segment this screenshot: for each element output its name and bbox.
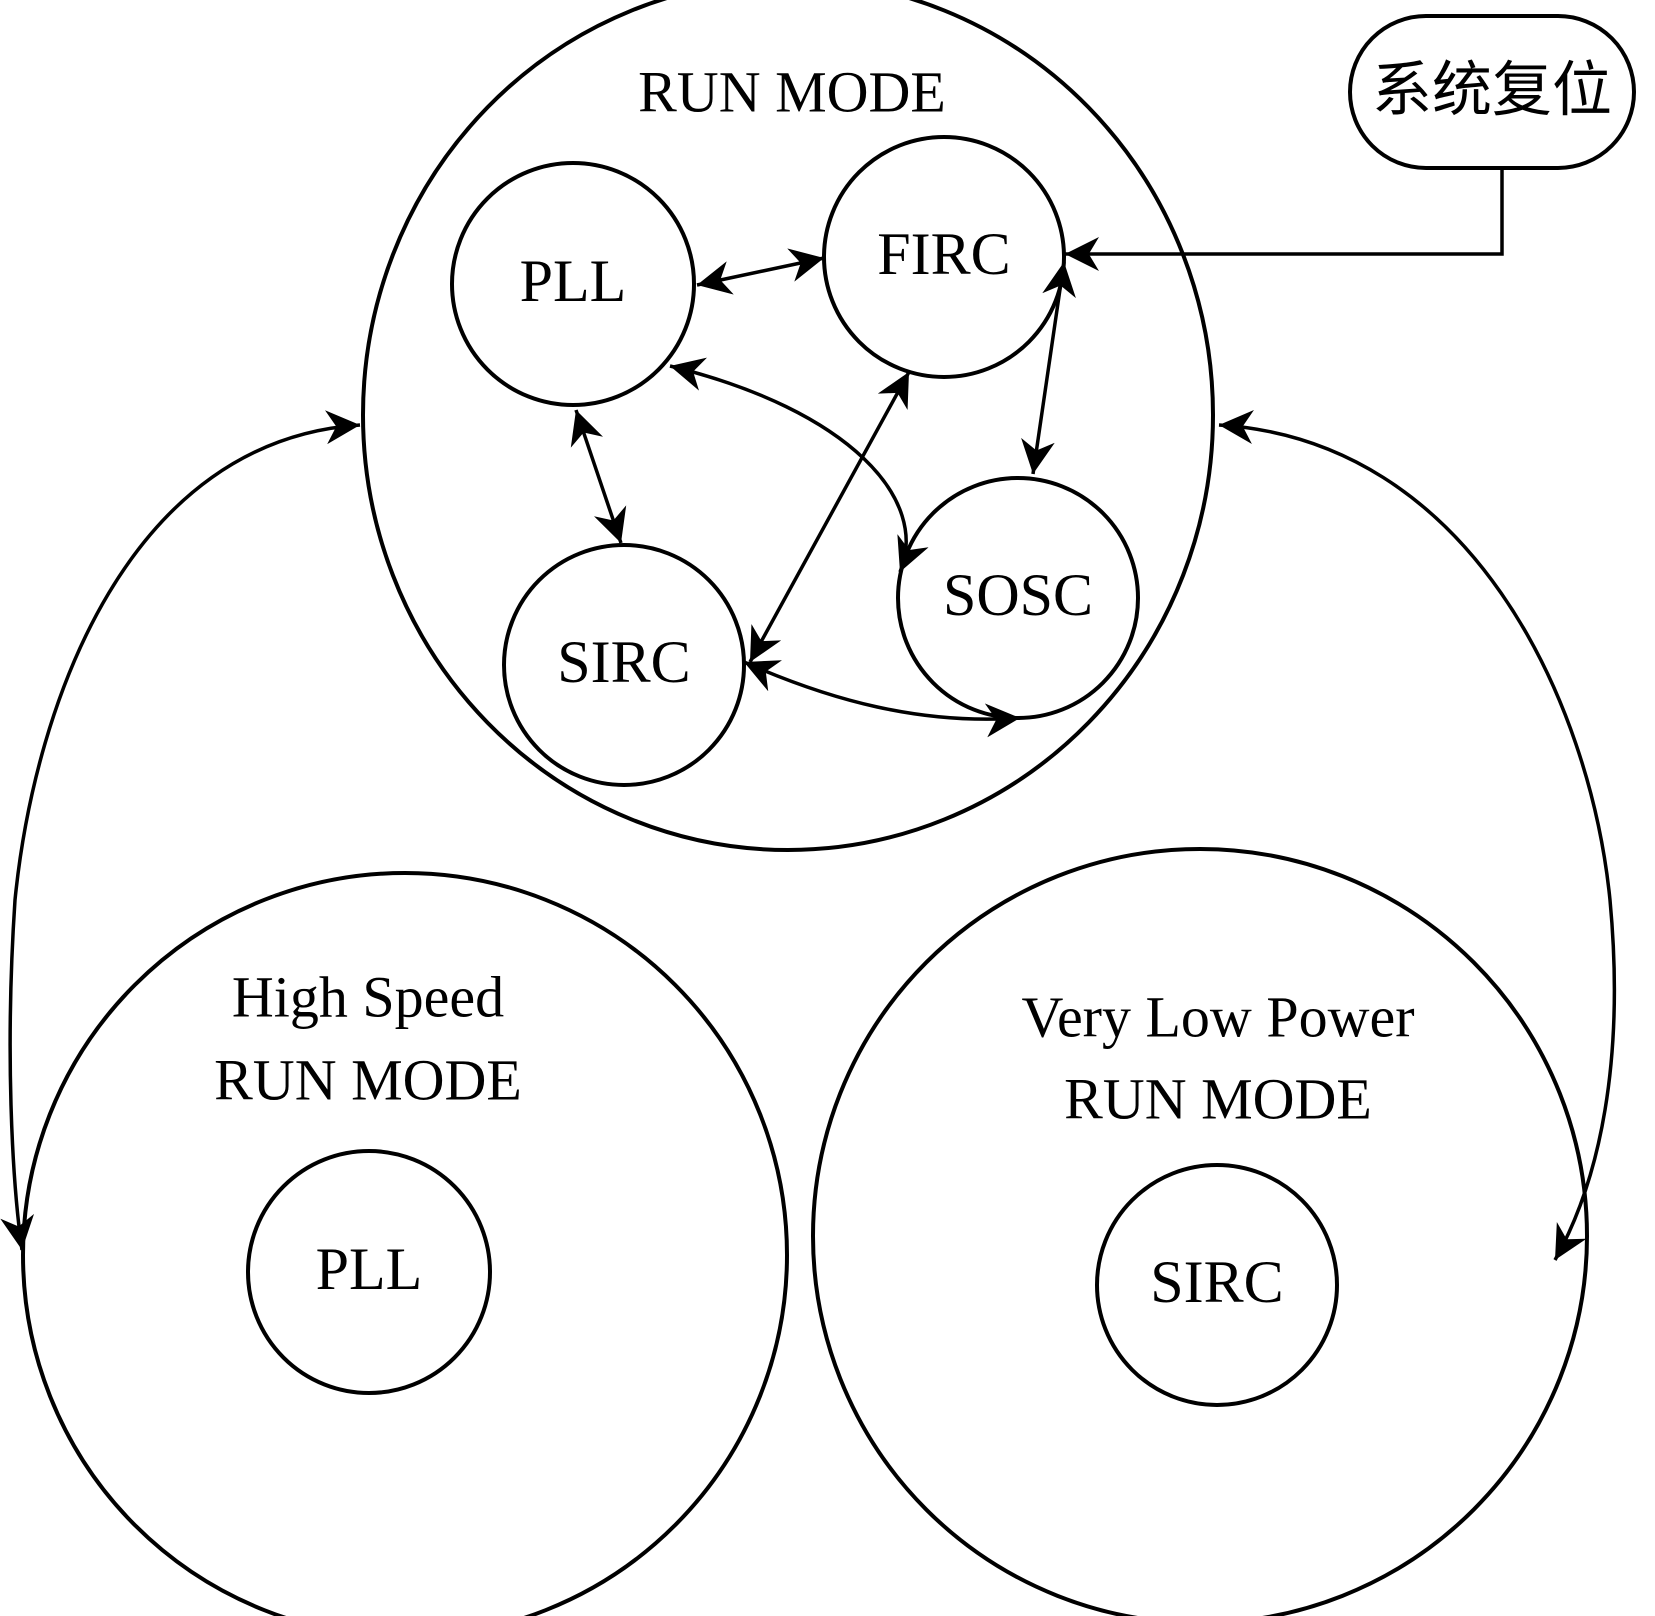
edge-firc-sosc — [1021, 261, 1076, 475]
node-hs-pll: PLL — [246, 1149, 492, 1395]
node-vlp-sirc-label: SIRC — [1150, 1249, 1283, 1315]
reset-label: 系统复位 — [1372, 56, 1612, 126]
node-sirc-label: SIRC — [557, 629, 690, 695]
edge-run-highspeed — [0, 410, 361, 1251]
edge-sirc-sosc — [743, 660, 1021, 738]
edge-reset-firc — [1065, 168, 1504, 271]
node-sirc: SIRC — [502, 543, 746, 787]
vlp-region: Very Low Power RUN MODE — [811, 847, 1589, 1616]
vlp-title-line2: RUN MODE — [1064, 1066, 1372, 1131]
high-speed-title-line2: RUN MODE — [214, 1047, 522, 1112]
node-pll: PLL — [450, 161, 696, 407]
edge-pll-sirc — [570, 409, 627, 544]
reset-box: 系统复位 — [1348, 14, 1636, 170]
edge-pll-sosc — [669, 357, 929, 573]
node-vlp-sirc: SIRC — [1095, 1163, 1339, 1407]
high-speed-title-line1: High Speed — [232, 964, 504, 1029]
node-hs-pll-label: PLL — [316, 1236, 423, 1302]
node-firc-label: FIRC — [877, 221, 1010, 287]
node-sosc-label: SOSC — [943, 562, 1093, 628]
edge-firc-sirc — [748, 371, 911, 663]
run-mode-region: RUN MODE — [361, 0, 1215, 852]
run-mode-title: RUN MODE — [638, 59, 946, 124]
vlp-title-line1: Very Low Power — [1021, 984, 1414, 1049]
edge-run-vlp — [1218, 410, 1617, 1261]
node-sosc: SOSC — [896, 476, 1140, 720]
edge-pll-firc — [696, 248, 825, 295]
node-pll-label: PLL — [520, 248, 627, 314]
node-firc: FIRC — [822, 135, 1066, 379]
